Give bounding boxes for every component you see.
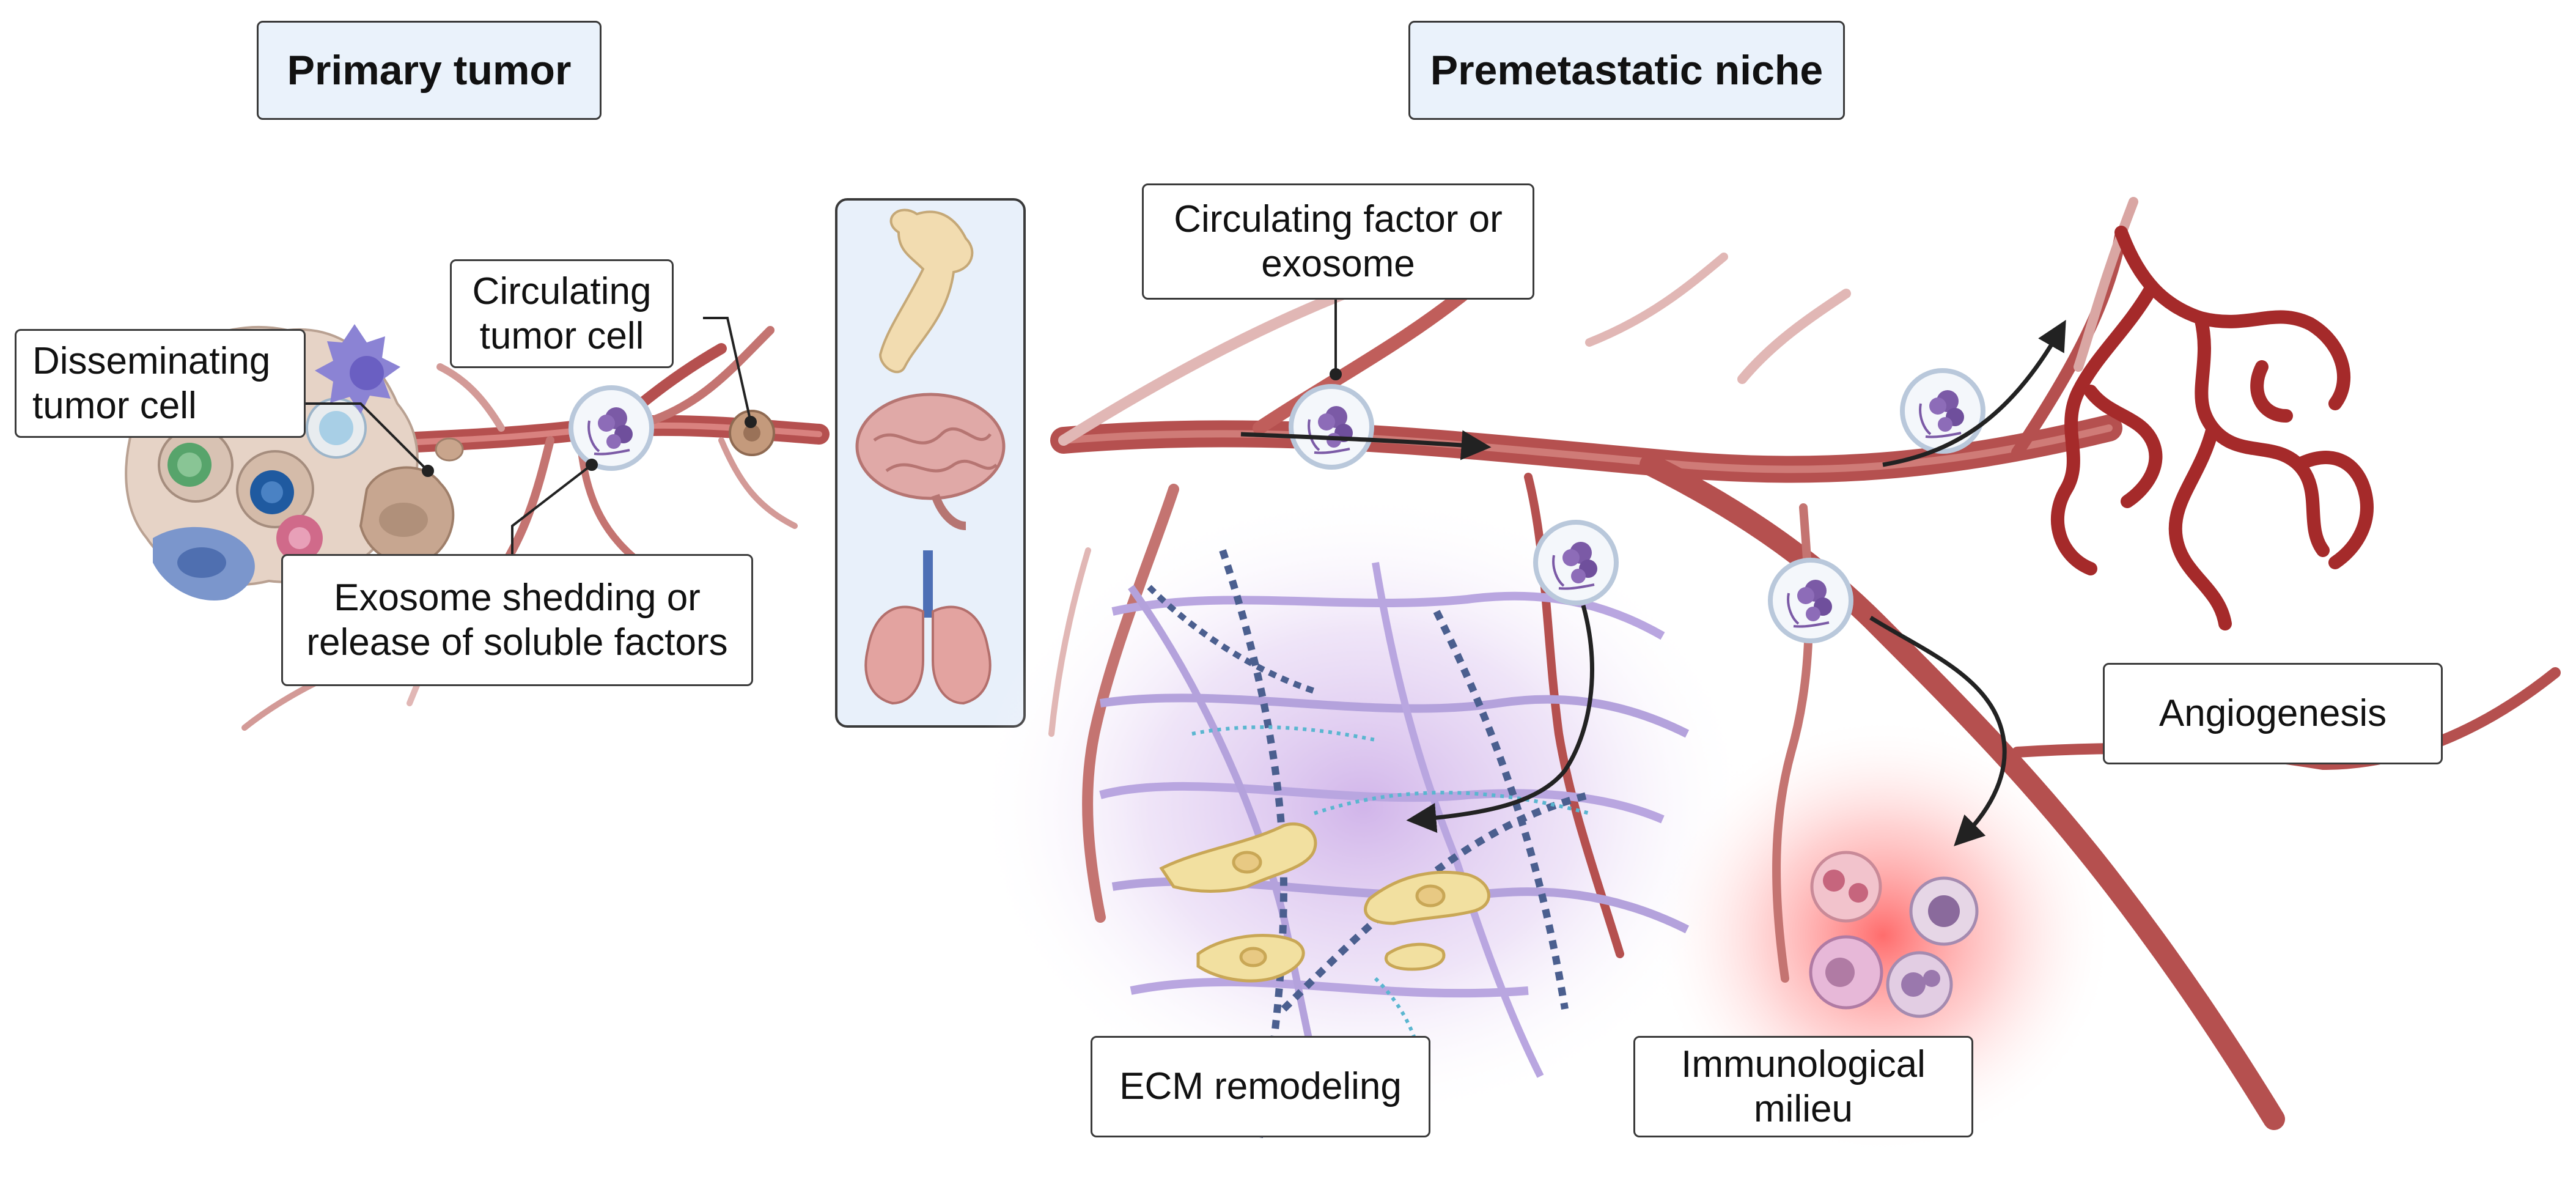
- brain-icon: [855, 393, 1006, 530]
- label-line: milieu: [1754, 1088, 1853, 1130]
- label-line: Immunological: [1681, 1043, 1926, 1085]
- label-angiogenesis: Angiogenesis: [2103, 663, 2443, 764]
- header-primary-tumor: Primary tumor: [257, 21, 602, 120]
- exosome-niche-2: [1536, 522, 1616, 603]
- label-line: Exosome shedding or: [334, 576, 701, 619]
- circulating-tumor-cell: [729, 410, 775, 456]
- lungs-icon: [864, 550, 992, 705]
- label-line: Circulating factor or: [1174, 198, 1503, 240]
- label-immunological-milieu: Immunological milieu: [1633, 1036, 1973, 1137]
- label-line: tumor cell: [479, 315, 644, 357]
- disseminating-tumor-cell: [435, 437, 464, 462]
- exosome-niche-3: [1770, 560, 1851, 641]
- angiogenesis-network: [2051, 226, 2374, 630]
- label-circulating-factor: Circulating factor or exosome: [1142, 183, 1534, 300]
- label-line: Disseminating: [32, 339, 271, 382]
- exosome-primary: [571, 388, 652, 468]
- label-line: tumor cell: [32, 385, 197, 427]
- tumor-cell-cluster: [125, 324, 455, 601]
- flow-arrows: [1240, 319, 2066, 846]
- leader-lines-niche: [1330, 297, 1342, 380]
- header-premetastatic-niche: Premetastatic niche: [1408, 21, 1845, 120]
- fibroblasts: [1159, 822, 1490, 983]
- organ-panel: [835, 198, 1026, 728]
- label-line: release of soluble factors: [306, 621, 728, 663]
- immune-cells: [1809, 851, 1979, 1018]
- label-line: Circulating: [472, 270, 652, 312]
- bone-icon: [878, 209, 974, 374]
- label-disseminating-tumor-cell: Disseminating tumor cell: [15, 329, 306, 438]
- label-exosome-shedding: Exosome shedding or release of soluble f…: [281, 554, 753, 686]
- exosome-niche-1: [1291, 386, 1372, 467]
- label-line: exosome: [1261, 243, 1415, 285]
- label-ecm-remodeling: ECM remodeling: [1091, 1036, 1430, 1137]
- label-circulating-tumor-cell: Circulating tumor cell: [450, 259, 674, 368]
- exosome-niche-4: [1902, 371, 1983, 451]
